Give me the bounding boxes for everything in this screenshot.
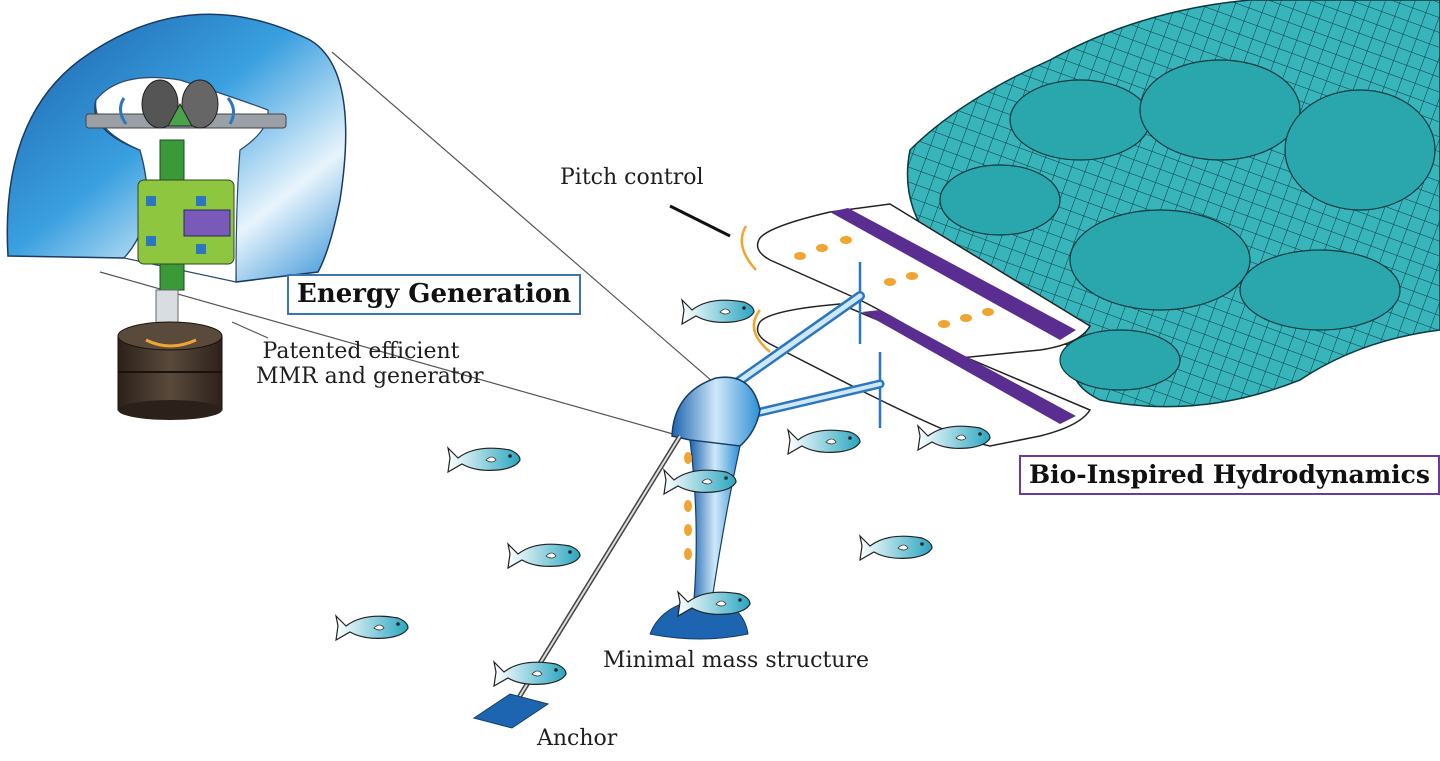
patented-line-1: Patented efficient xyxy=(256,340,466,365)
zoom-line-top xyxy=(332,52,720,388)
pitch-control-pointer xyxy=(670,206,730,236)
patented-line-2: MMR and generator xyxy=(256,365,466,390)
leader-line-generator xyxy=(232,322,268,338)
dome-cutaway xyxy=(7,14,345,290)
anchor-label: Anchor xyxy=(537,727,617,752)
patented-generator-label: Patented efficient MMR and generator xyxy=(256,340,466,389)
tower xyxy=(690,440,740,600)
anchor-plate xyxy=(474,694,548,728)
pitch-control-label: Pitch control xyxy=(560,166,704,191)
energy-generation-label: Energy Generation xyxy=(287,274,581,315)
minimal-mass-label: Minimal mass structure xyxy=(603,649,869,674)
bio-inspired-hydrodynamics-label: Bio-Inspired Hydrodynamics xyxy=(1019,455,1440,495)
nacelle xyxy=(672,377,760,446)
rotation-arrow-icon xyxy=(742,226,756,270)
generator xyxy=(118,322,222,420)
